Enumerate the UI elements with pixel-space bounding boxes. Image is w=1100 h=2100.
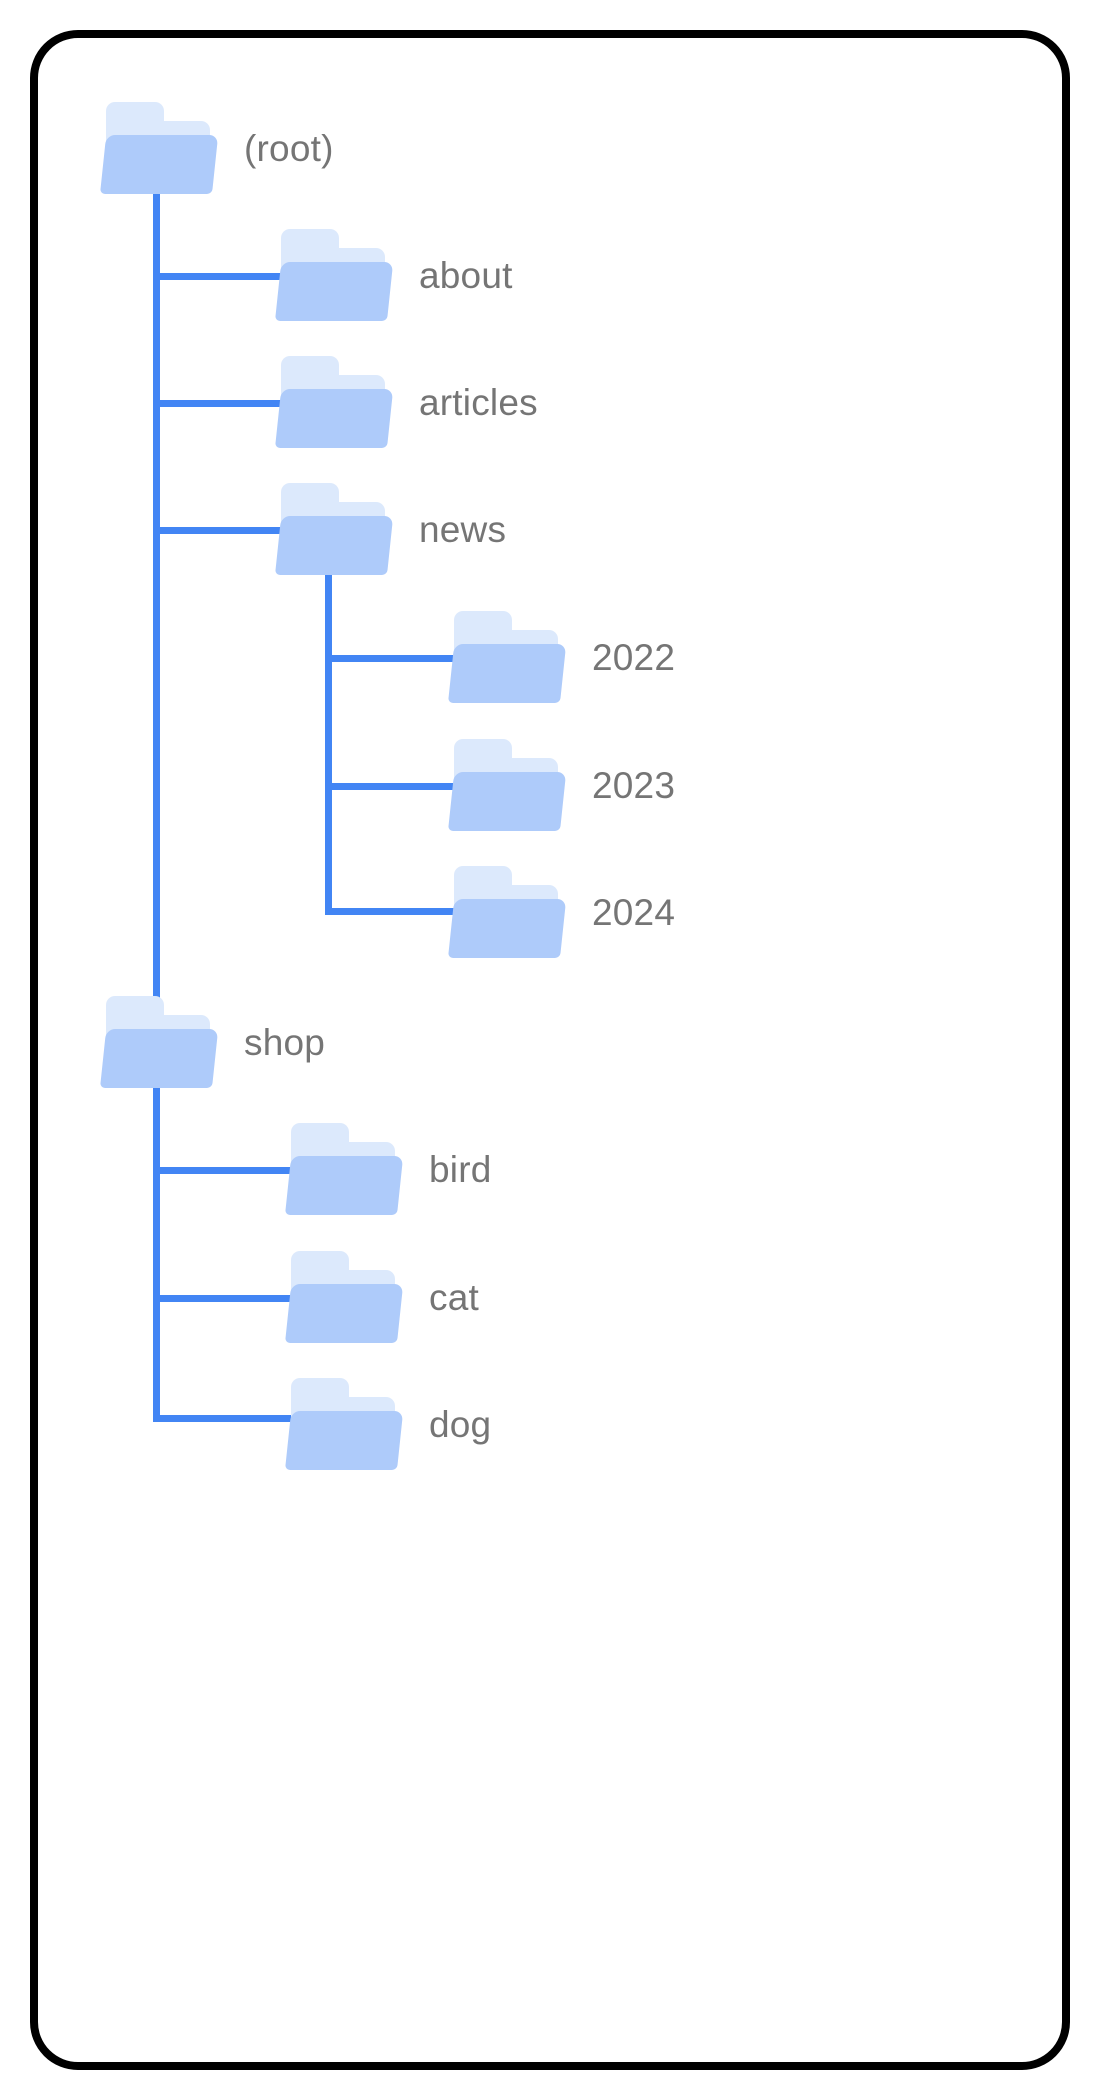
connector-root-about: [153, 273, 283, 280]
folder-icon: [448, 866, 567, 958]
tree-node-label: articles: [419, 381, 538, 423]
tree-node-2023[interactable]: 2023: [448, 739, 675, 831]
tree-node-2022[interactable]: 2022: [448, 611, 675, 703]
tree-node-label: cat: [429, 1276, 479, 1318]
tree-node-articles[interactable]: articles: [275, 356, 538, 448]
folder-icon: [100, 102, 219, 194]
tree-node-about[interactable]: about: [275, 229, 513, 321]
tree-node-label: news: [419, 508, 507, 550]
tree-node-bird[interactable]: bird: [285, 1123, 492, 1215]
folder-icon: [100, 996, 219, 1088]
tree-node-label: 2022: [592, 636, 676, 678]
folder-icon: [285, 1378, 404, 1470]
connector-news-2023: [325, 783, 455, 790]
folder-icon: [275, 229, 394, 321]
connector-news-trunk: [325, 562, 332, 914]
tree-node-label: shop: [244, 1021, 326, 1063]
connector-shop-cat: [153, 1295, 293, 1302]
tree-node-label: 2024: [592, 891, 676, 933]
tree-node-label: (root): [244, 127, 334, 169]
tree-node-root[interactable]: (root): [100, 102, 334, 194]
tree-node-cat[interactable]: cat: [285, 1251, 479, 1343]
tree-node-dog[interactable]: dog: [285, 1378, 491, 1470]
connector-news-2024: [325, 908, 455, 915]
connector-news-2022: [325, 655, 455, 662]
tree-node-label: 2023: [592, 764, 676, 806]
connector-shop-dog: [153, 1415, 293, 1422]
folder-icon: [275, 356, 394, 448]
tree-node-label: bird: [429, 1148, 492, 1190]
connector-root-trunk: [153, 180, 160, 1020]
folder-icon: [285, 1123, 404, 1215]
tree-node-news[interactable]: news: [275, 483, 506, 575]
connector-shop-trunk: [153, 1075, 160, 1422]
folder-icon: [275, 483, 394, 575]
tree-node-2024[interactable]: 2024: [448, 866, 675, 958]
connector-shop-bird: [153, 1167, 293, 1174]
tree-node-label: about: [419, 254, 513, 296]
tree-node-shop[interactable]: shop: [100, 996, 325, 1088]
connector-root-articles: [153, 400, 283, 407]
connector-root-news: [153, 527, 283, 534]
folder-icon: [448, 611, 567, 703]
folder-icon: [448, 739, 567, 831]
folder-icon: [285, 1251, 404, 1343]
tree-node-label: dog: [429, 1403, 492, 1445]
